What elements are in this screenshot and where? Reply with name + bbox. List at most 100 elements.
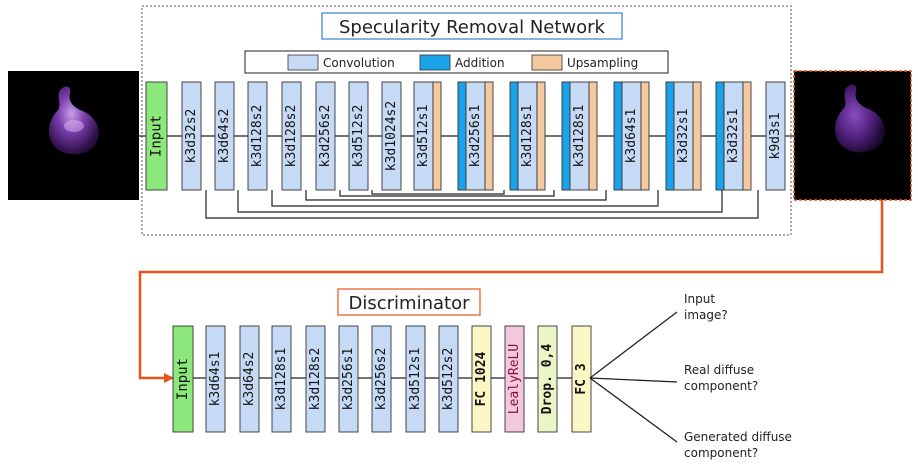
- generator-layer-10-label: k3d128s1: [520, 105, 535, 168]
- discriminator-input-block: [172, 325, 194, 433]
- generator-layer-1-conv: [181, 81, 202, 191]
- generator-layer-5-conv: [315, 81, 336, 191]
- discriminator-layer-10-block: [504, 325, 525, 433]
- discriminator-layer-5: k3d256s1: [338, 325, 359, 433]
- generator-layer-7-label: k3d1024s2: [384, 101, 399, 171]
- generator-layer-14-label: k3d32s1: [726, 109, 741, 164]
- generator-layer-15-conv: [765, 81, 786, 191]
- generator-frame: [141, 5, 792, 236]
- generator-layer-11-addition: [561, 81, 571, 191]
- generator-title: Specularity Removal Network: [339, 17, 606, 38]
- legend-swatch-convolution: [287, 54, 319, 71]
- output-label-real-line2: component?: [684, 379, 758, 393]
- generator-layer-8: k3d512s1: [413, 81, 442, 191]
- discriminator-layer-12-label: FC 3: [574, 363, 589, 394]
- generator-layer-2-conv: [214, 81, 235, 191]
- generator-layer-3-conv: [247, 81, 268, 191]
- generator-layer-9-label: k3d256s1: [468, 105, 483, 168]
- generator-layer-10-addition: [509, 81, 519, 191]
- legend-label-convolution: Convolution: [323, 56, 395, 70]
- discriminator-layer-1-block: [205, 325, 226, 433]
- input-image: [8, 71, 139, 200]
- generator-layer-10: k3d128s1: [509, 81, 546, 191]
- discriminator-layer-4-block: [305, 325, 326, 433]
- discriminator-layer-11-block: [537, 325, 558, 433]
- generator-layer-9-addition: [457, 81, 467, 191]
- discriminator-layer-12: FC 3: [571, 325, 592, 433]
- output-label-input-image-line2: image?: [684, 308, 728, 322]
- generator-input-label: Input: [149, 115, 165, 157]
- generator-layer-12-label: k3d64s1: [624, 109, 639, 164]
- discriminator-layer-9-block: [471, 325, 492, 433]
- generator-layer-5-label: k3d256s2: [318, 105, 333, 168]
- generator-layer-1-label: k3d32s2: [184, 109, 199, 164]
- legend-label-upsampling: Upsampling: [567, 56, 638, 70]
- generator-layer-13-label: k3d32s1: [676, 109, 691, 164]
- generator-layer-11: k3d128s1: [561, 81, 598, 191]
- generator-layer-6-conv: [348, 81, 369, 191]
- legend-label-addition: Addition: [455, 56, 505, 70]
- discriminator-layer-9-label: FC 1024: [474, 351, 489, 406]
- discriminator-layer-4: k3d128s2: [305, 325, 326, 433]
- generator-layer-12-upsampling: [640, 81, 650, 191]
- generator-layer-7: k3d1024s2: [381, 81, 402, 191]
- generator-layer-4: k3d128s2: [281, 81, 302, 191]
- discriminator-layer-3-label: k3d128s1: [274, 348, 289, 411]
- generator-layer-15-label: k9d3s1: [768, 113, 783, 160]
- generator-layer-9-upsampling: [484, 81, 494, 191]
- discriminator-layer-6: k3d256s2: [371, 325, 392, 433]
- generator-layer-15: k9d3s1: [765, 81, 786, 191]
- discriminator-layer-11: Drop. 0,4: [537, 325, 558, 433]
- generator-layer-8-upsampling: [432, 81, 442, 191]
- generator-input-block: [145, 81, 168, 191]
- discriminator-layer-1: k3d64s1: [205, 325, 226, 433]
- to-discriminator-arrow: [138, 200, 884, 383]
- generator-layer-1: k3d32s2: [181, 81, 202, 191]
- generator-layer-14-addition: [715, 81, 725, 191]
- discriminator-layer-8: k3d512s2: [438, 325, 459, 433]
- generator-layer-2: k3d64s2: [214, 81, 235, 191]
- generator-layer-2-label: k3d64s2: [217, 109, 232, 164]
- discriminator-layer-6-block: [371, 325, 392, 433]
- generator-layer-6: k3d512s2: [348, 81, 369, 191]
- discriminator-layers: Input k3d64s1 k3d64s2 k3d128s1 k3d128s2 k3d25…: [172, 325, 592, 433]
- generator-layer-11-upsampling: [588, 81, 598, 191]
- discriminator-layer-9: FC 1024: [471, 325, 492, 433]
- generator-layer-4-conv: [281, 81, 302, 191]
- generator-layer-7-conv: [381, 81, 402, 191]
- generator-layer-3: k3d128s2: [247, 81, 268, 191]
- discriminator-layer-2-label: k3d64s2: [242, 352, 257, 407]
- output-label-real-line1: Real diffuse: [684, 363, 754, 377]
- output-fan: [589, 311, 678, 443]
- discriminator-layer-10: LealyReLU: [504, 325, 525, 433]
- discriminator-layer-1-label: k3d64s1: [208, 352, 223, 407]
- generator-layer-13-upsampling: [692, 81, 702, 191]
- generator-layer-8-label: k3d512s1: [416, 105, 431, 168]
- discriminator-layer-2-block: [239, 325, 260, 433]
- output-label-input-image-line1: Input: [684, 292, 715, 306]
- discriminator-layer-6-label: k3d256s2: [374, 348, 389, 411]
- output-label-generated-line2: component?: [684, 446, 758, 460]
- generator-layer-6-label: k3d512s2: [351, 105, 366, 168]
- discriminator-layer-5-block: [338, 325, 359, 433]
- discriminator-layer-8-label: k3d512s2: [441, 348, 456, 411]
- generator-layer-9: k3d256s1: [457, 81, 494, 191]
- discriminator-layer-7-label: k3d512s1: [408, 348, 423, 411]
- output-image: [793, 70, 912, 201]
- discriminator-layer-4-label: k3d128s2: [308, 348, 323, 411]
- generator-layer-11-label: k3d128s1: [572, 105, 587, 168]
- discriminator-layer-3-block: [271, 325, 292, 433]
- generator-layers: Input k3d32s2 k3d64s2 k3d128s2 k3d128s2 k3d25…: [145, 81, 786, 191]
- legend-swatch-upsampling: [531, 54, 563, 71]
- discriminator-title-box: [337, 288, 481, 316]
- generator-layer-12-addition: [613, 81, 623, 191]
- discriminator-layer-2: k3d64s2: [239, 325, 260, 433]
- generator-layer-10-upsampling: [536, 81, 546, 191]
- output-label-generated-line1: Generated diffuse: [684, 430, 792, 444]
- generator-layer-14: k3d32s1: [715, 81, 752, 191]
- discriminator-layer-8-block: [438, 325, 459, 433]
- generator-layer-13: k3d32s1: [665, 81, 702, 191]
- skip-connections: [205, 190, 759, 219]
- discriminator-input-label: Input: [175, 358, 191, 400]
